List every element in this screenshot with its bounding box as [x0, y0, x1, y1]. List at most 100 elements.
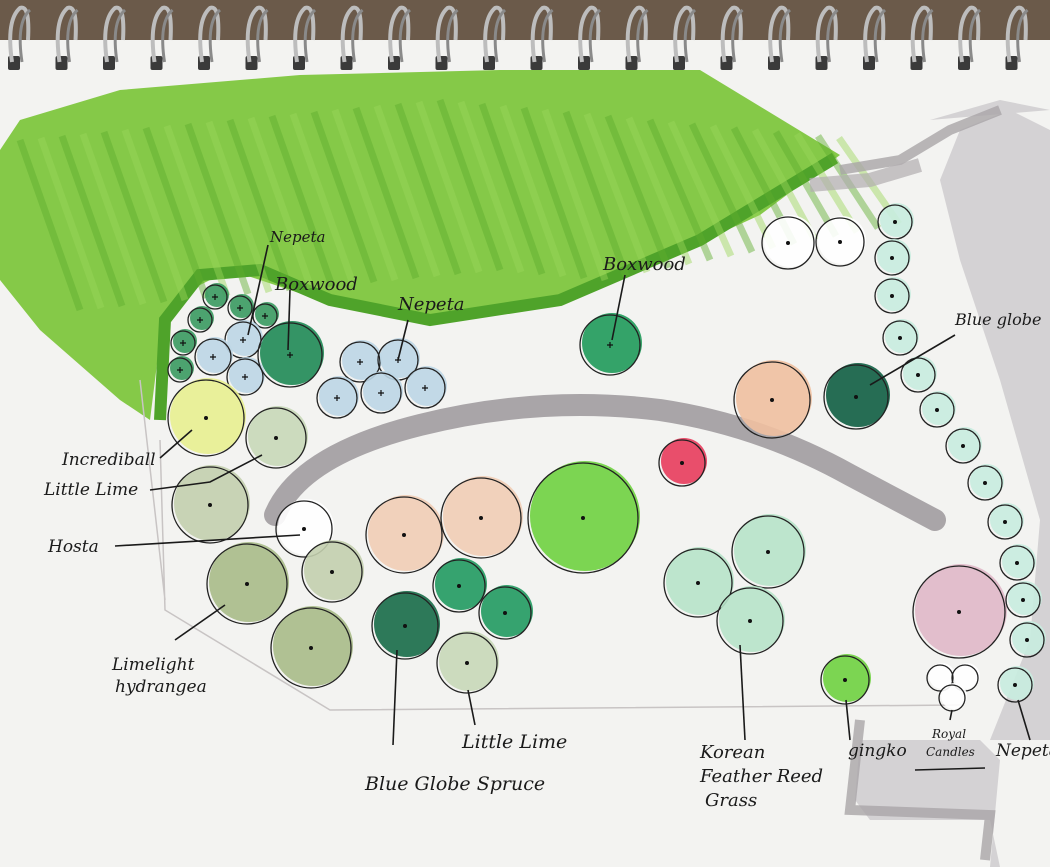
- nepeta-shrub: [202, 283, 229, 310]
- hatch-stroke: [226, 118, 294, 292]
- spiral-ring: [103, 5, 127, 70]
- spiral-ring: [198, 5, 222, 70]
- hatch-stroke: [499, 104, 567, 278]
- lawn-edge: [154, 152, 839, 421]
- label-royal-line1: Royal: [931, 727, 966, 741]
- nepeta-edging: [1009, 621, 1046, 658]
- nepeta-shrub: [167, 356, 194, 383]
- spiral-ring: [625, 5, 649, 70]
- hatch-stroke: [457, 100, 525, 274]
- nepeta-plant: [360, 371, 403, 414]
- spiral-ring: [530, 5, 554, 70]
- spiral-ring: [1005, 5, 1029, 70]
- hatch-stroke: [478, 102, 546, 276]
- label-korean-line1: Korean: [699, 742, 765, 763]
- spiral-ring: [8, 5, 32, 70]
- spiral-ring: [673, 5, 697, 70]
- korean-feather-reed-grass: [716, 586, 785, 655]
- spiral-ring: [55, 5, 79, 70]
- nepeta-edging: [874, 239, 911, 276]
- orange-shrub: [733, 360, 812, 439]
- hatch-stroke: [688, 122, 756, 254]
- white-shrub: [761, 215, 816, 270]
- hatch-stroke: [436, 98, 504, 272]
- spiral-ring: [483, 5, 507, 70]
- spiral-ring: [293, 5, 317, 70]
- label-blue-globe: Blue globe: [954, 310, 1041, 329]
- label-hosta: Hosta: [47, 537, 99, 557]
- feature-tree: [527, 461, 640, 574]
- nepeta-edging: [987, 503, 1024, 540]
- spiral-ring: [578, 5, 602, 70]
- hatch-stroke: [142, 126, 210, 300]
- step-stones: [809, 158, 923, 192]
- label-boxwood-left: Boxwood: [274, 274, 358, 295]
- royal-candles-plant: [926, 663, 955, 692]
- hatch-stroke: [646, 118, 714, 262]
- spiral-binding: [8, 5, 1029, 70]
- hatch-stroke: [205, 120, 273, 294]
- spiral-ring: [815, 5, 839, 70]
- hatch-stroke: [268, 114, 336, 288]
- hatch-stroke: [394, 102, 462, 276]
- nepeta-plant: [316, 376, 359, 419]
- nepeta-shrub: [170, 329, 197, 356]
- ginkgo-tree: [820, 654, 871, 705]
- nepeta-edging: [999, 544, 1036, 581]
- nepeta-edging: [967, 464, 1004, 501]
- hatch-stroke: [415, 100, 483, 274]
- hosta-plant: [275, 499, 334, 558]
- green-shrub: [432, 558, 487, 613]
- boxwood-shrub: [257, 321, 324, 388]
- label-blue-globe-spruce: Blue Globe Spruce: [364, 773, 545, 795]
- limelight-hydrangea: [270, 606, 353, 689]
- hatch-stroke: [79, 132, 147, 306]
- hatch-stroke: [625, 116, 693, 266]
- nepeta-plant: [339, 340, 382, 383]
- hatch-stroke: [16, 138, 84, 312]
- label-nepeta-right: Nepeta: [995, 741, 1050, 761]
- patio-area: [855, 100, 1050, 867]
- leader-lines: [114, 244, 1031, 771]
- nepeta-edging: [882, 319, 919, 356]
- spiral-ring: [720, 5, 744, 70]
- hatch-stroke: [667, 120, 735, 258]
- hydrangea-shrub: [301, 540, 364, 603]
- hatch-stroke: [520, 106, 588, 280]
- plants: [167, 203, 1046, 712]
- spiral-ring: [863, 5, 887, 70]
- spiral-ring: [340, 5, 364, 70]
- nepeta-plant: [194, 337, 233, 376]
- patio-border: [839, 105, 1002, 861]
- label-gingko: gingko: [848, 741, 907, 761]
- spiral-ring: [435, 5, 459, 70]
- nepeta-plant: [226, 357, 265, 396]
- red-accent-plant: [658, 438, 707, 487]
- nepeta-plant: [404, 366, 447, 409]
- label-korean-line2: Feather Reed: [699, 766, 823, 787]
- hatch-stroke: [100, 130, 168, 304]
- hatch-stroke: [331, 108, 399, 282]
- nepeta-shrub: [227, 294, 254, 321]
- label-royal-line2: Candles: [926, 745, 975, 759]
- pink-shrub: [912, 564, 1007, 659]
- incrediball-hydrangea: [167, 378, 246, 457]
- spiral-ring: [150, 5, 174, 70]
- hatch-stroke: [289, 112, 357, 286]
- hatch-stroke: [604, 114, 672, 270]
- white-shrub: [815, 216, 866, 267]
- hatch-stroke: [709, 124, 777, 250]
- hatch-stroke: [37, 136, 105, 310]
- hatch-stroke: [247, 116, 315, 290]
- nepeta-edging: [874, 277, 911, 314]
- label-limelight-line2: hydrangea: [115, 677, 207, 697]
- label-nepeta-top-left: Nepeta: [269, 228, 325, 246]
- hatch-stroke: [58, 134, 126, 308]
- hatch-stroke: [184, 122, 252, 296]
- nepeta-edging: [877, 203, 914, 240]
- hatch-stroke: [310, 110, 378, 284]
- label-boxwood-center: Boxwood: [602, 254, 686, 275]
- spiral-ring: [245, 5, 269, 70]
- little-lime-hydrangea: [436, 631, 499, 694]
